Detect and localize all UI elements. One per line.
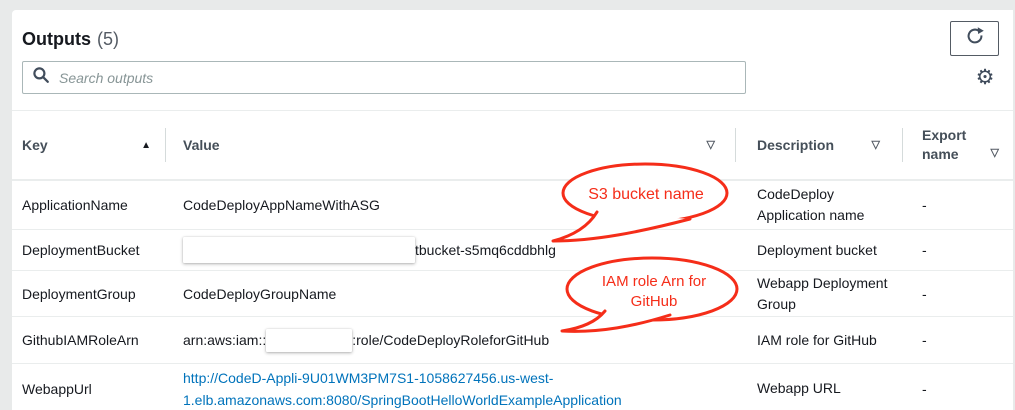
panel-title: Outputs (5) <box>22 25 119 53</box>
cell-key: GithubIAMRoleArn <box>22 332 139 348</box>
column-header-key[interactable]: Key ▲ <box>12 111 165 179</box>
value-text: arn:aws:iam:: <box>183 332 267 348</box>
outputs-table: Key ▲ Value ▽ Description ▽ Export name … <box>12 110 1013 410</box>
cell-description: IAM role for GitHub <box>757 331 877 348</box>
filter-icon-description[interactable]: ▽ <box>871 138 880 151</box>
cell-description: Webapp URL <box>757 380 841 396</box>
webapp-url-link[interactable]: http://CodeD-Appli-9U01WM3PM7S1-10586274… <box>183 369 622 408</box>
cell-key: DeploymentGroup <box>22 285 136 302</box>
value-text: CodeDeployAppNameWithASG <box>183 197 380 213</box>
filter-icon-export-name[interactable]: ▽ <box>990 146 999 159</box>
cell-key: WebappUrl <box>22 380 92 397</box>
redaction-box <box>183 237 415 263</box>
cell-key: ApplicationName <box>22 197 128 213</box>
value-text: CodeDeployGroupName <box>183 285 337 302</box>
cell-export-name: - <box>922 332 927 348</box>
sort-ascending-icon: ▲ <box>141 139 151 151</box>
cell-description: Deployment bucket <box>757 241 877 258</box>
cell-value: http://CodeD-Appli-9U01WM3PM7S1-10586274… <box>165 367 735 410</box>
cell-export-name: - <box>922 285 927 302</box>
column-header-description: Description ▽ <box>735 111 902 179</box>
column-label-export-name: Export name <box>922 127 967 162</box>
panel-title-text: Outputs <box>22 28 91 49</box>
cell-key: DeploymentBucket <box>22 242 140 258</box>
cell-value: tbucket-s5mq6cddbhlg <box>165 237 735 263</box>
cell-description: CodeDeploy Application name <box>757 186 865 223</box>
panel-title-count: (5) <box>97 28 119 49</box>
table-row-deploymentgroup: DeploymentGroup CodeDeployGroupName Weba… <box>12 270 1013 316</box>
cell-value: CodeDeployAppNameWithASG <box>165 197 735 213</box>
table-row-applicationname: ApplicationName CodeDeployAppNameWithASG… <box>12 180 1013 229</box>
table-row-webappurl: WebappUrl http://CodeD-Appli-9U01WM3PM7S… <box>12 363 1013 410</box>
search-icon <box>32 66 50 89</box>
redaction-box <box>266 328 353 352</box>
table-row-githubiamrolearn: GithubIAMRoleArn arn:aws:iam:::role/Code… <box>12 316 1013 363</box>
value-text: tbucket-s5mq6cddbhlg <box>415 242 556 258</box>
refresh-button[interactable] <box>950 21 999 56</box>
search-input[interactable] <box>57 68 736 87</box>
column-label-description: Description <box>757 137 835 153</box>
value-text: :role/CodeDeployRoleforGitHub <box>352 332 550 348</box>
refresh-icon <box>964 25 986 52</box>
cell-value: CodeDeployGroupName <box>165 286 735 302</box>
outputs-panel: Outputs (5) ⚙ <box>12 10 1013 410</box>
search-box[interactable] <box>22 61 746 94</box>
preferences-gear-icon[interactable]: ⚙ <box>975 66 995 89</box>
cell-export-name: - <box>922 380 927 397</box>
column-label-key: Key <box>22 137 48 153</box>
column-label-value: Value <box>183 137 220 153</box>
cell-export-name: - <box>922 197 927 213</box>
filter-icon-value[interactable]: ▽ <box>706 138 715 151</box>
cell-description: Webapp Deployment Group <box>757 274 888 312</box>
table-row-deploymentbucket: DeploymentBucket tbucket-s5mq6cddbhlg De… <box>12 229 1013 270</box>
column-header-export-name: Export name ▽ <box>902 111 1013 179</box>
column-header-value: Value ▽ <box>165 111 735 179</box>
cell-value: arn:aws:iam:::role/CodeDeployRoleforGitH… <box>165 328 735 352</box>
cell-export-name: - <box>922 242 927 258</box>
table-header: Key ▲ Value ▽ Description ▽ Export name … <box>12 110 1013 180</box>
